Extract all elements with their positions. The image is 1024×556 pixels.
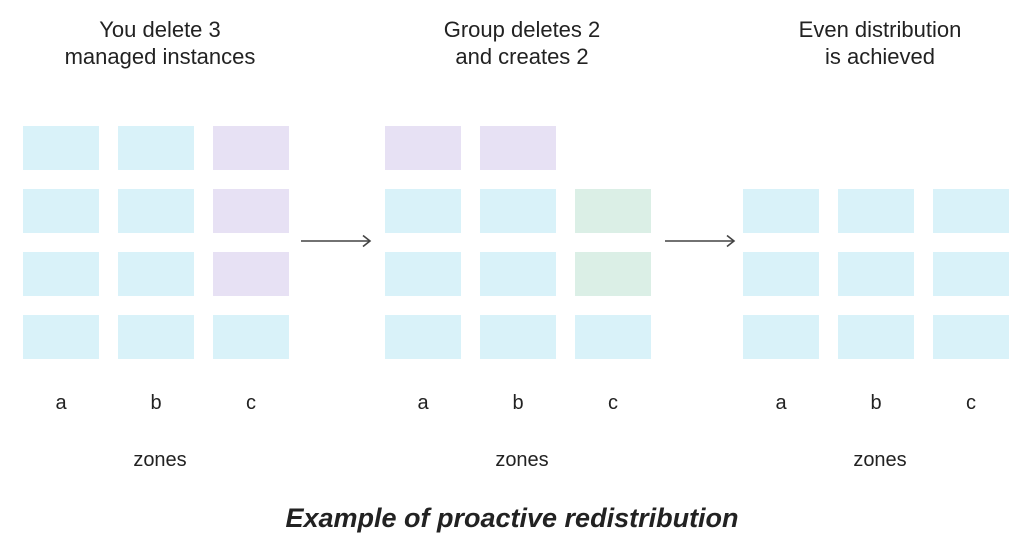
zone-label-b: b [512,392,524,414]
panel-title-line: You delete 3 [99,17,221,42]
zone-label-a: a [55,392,67,414]
zones-label: zones [495,449,549,471]
instance-box-instance [480,189,556,233]
instance-box-instance [838,252,914,296]
instance-box-instance [933,315,1009,359]
instance-box-instance [575,315,651,359]
panel-title: Group deletes 2 and creates 2 [372,16,672,70]
instance-box-instance [23,189,99,233]
instance-box-instance [743,252,819,296]
instance-box-instance [118,252,194,296]
instance-box-instance [23,315,99,359]
zone-label-c: c [608,392,618,414]
instance-box-deleted [213,189,289,233]
zone-label-c: c [966,392,976,414]
instance-box-instance [213,315,289,359]
instance-box-instance [385,252,461,296]
instance-box-instance [385,189,461,233]
zones-label: zones [853,449,907,471]
instance-box-instance [118,315,194,359]
instance-box-instance [480,315,556,359]
instance-box-instance [838,315,914,359]
zone-label-c: c [246,392,256,414]
panel-title-line: and creates 2 [455,44,589,69]
panel-title-line: Even distribution [798,17,962,42]
instance-box-instance [743,315,819,359]
right-arrow-icon [301,234,372,248]
panel-even-distribution: Even distribution is achieved a b c zone… [730,0,1024,480]
instance-box-created [575,189,651,233]
panel-title: Even distribution is achieved [730,16,1024,70]
zone-label-a: a [775,392,787,414]
right-arrow-icon [665,234,736,248]
instance-box-instance [933,252,1009,296]
zone-label-b: b [870,392,882,414]
instance-box-deleted [385,126,461,170]
zones-label: zones [133,449,187,471]
zone-label-a: a [417,392,429,414]
instance-box-instance [23,252,99,296]
instance-box-instance [118,189,194,233]
instance-box-deleted [213,126,289,170]
instance-box-created [575,252,651,296]
instance-box-instance [743,189,819,233]
instance-box-deleted [213,252,289,296]
instance-box-deleted [480,126,556,170]
panel-group-rebalance: Group deletes 2 and creates 2 a b c zone… [372,0,672,480]
panel-title-line: is achieved [824,44,936,69]
instance-box-instance [118,126,194,170]
panel-title: You delete 3 managed instances [10,16,310,70]
zone-label-b: b [150,392,162,414]
instance-box-instance [480,252,556,296]
instance-box-instance [933,189,1009,233]
instance-box-instance [385,315,461,359]
instance-box-instance [23,126,99,170]
panel-title-line: managed instances [64,44,256,69]
panel-before-delete: You delete 3 managed instances a b c zon… [10,0,310,480]
panel-title-line: Group deletes 2 [443,17,601,42]
instance-box-instance [838,189,914,233]
diagram-caption: Example of proactive redistribution [285,503,739,533]
